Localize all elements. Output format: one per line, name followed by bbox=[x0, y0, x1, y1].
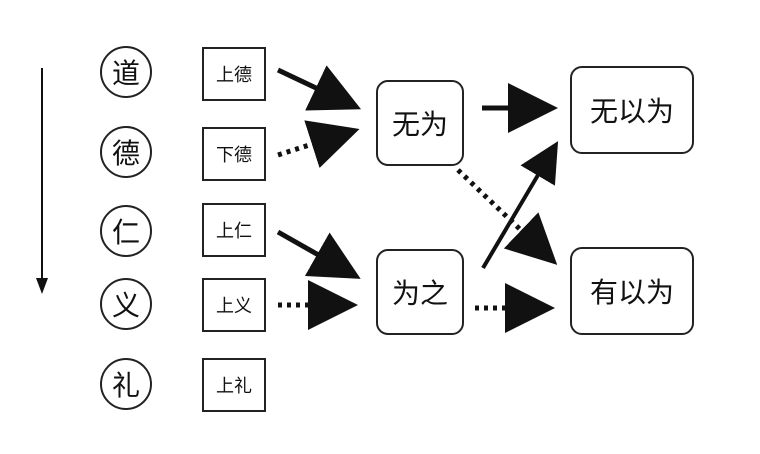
virtue-ren: 仁 bbox=[100, 205, 152, 257]
virtue-de-label: 德 bbox=[111, 137, 140, 170]
level-shangde: 上德 bbox=[202, 47, 266, 101]
level-shangli: 上礼 bbox=[202, 358, 266, 412]
level-shangyi: 上义 bbox=[202, 278, 266, 332]
node-weizhi-label: 为之 bbox=[391, 277, 448, 310]
virtue-li-label: 礼 bbox=[111, 369, 140, 402]
level-shangyi-label: 上义 bbox=[216, 296, 252, 317]
virtue-yi-label: 义 bbox=[111, 289, 140, 322]
level-shangde-label: 上德 bbox=[216, 65, 252, 86]
edge-wuwei-youyiwei bbox=[456, 168, 558, 265]
node-wuwei: 无为 bbox=[376, 80, 464, 166]
node-weizhi: 为之 bbox=[376, 249, 464, 335]
node-wuwei-label: 无为 bbox=[391, 108, 448, 141]
edge-xiade-wuwei bbox=[277, 120, 360, 168]
virtue-yi: 义 bbox=[100, 278, 152, 330]
virtue-dao: 道 bbox=[100, 46, 152, 98]
level-shangren-label: 上仁 bbox=[216, 221, 252, 242]
level-xiade-label: 下德 bbox=[216, 145, 252, 166]
edge-shangren-weizhi bbox=[276, 229, 361, 279]
node-wuyiwei-label: 无以为 bbox=[589, 95, 674, 128]
node-wuyiwei: 无以为 bbox=[570, 66, 694, 154]
edge-weizhi-wuyiwei bbox=[481, 141, 559, 270]
descending-axis-arrow bbox=[36, 68, 48, 294]
virtue-li: 礼 bbox=[100, 358, 152, 410]
level-shangli-label: 上礼 bbox=[216, 376, 252, 397]
level-shangren: 上仁 bbox=[202, 203, 266, 257]
virtue-dao-label: 道 bbox=[111, 57, 140, 90]
node-youyiwei-label: 有以为 bbox=[589, 276, 674, 309]
level-xiade: 下德 bbox=[202, 127, 266, 181]
node-youyiwei: 有以为 bbox=[570, 247, 694, 335]
edge-shangde-wuwei bbox=[276, 65, 362, 111]
virtue-ren-label: 仁 bbox=[111, 216, 140, 249]
virtue-de: 德 bbox=[100, 126, 152, 178]
